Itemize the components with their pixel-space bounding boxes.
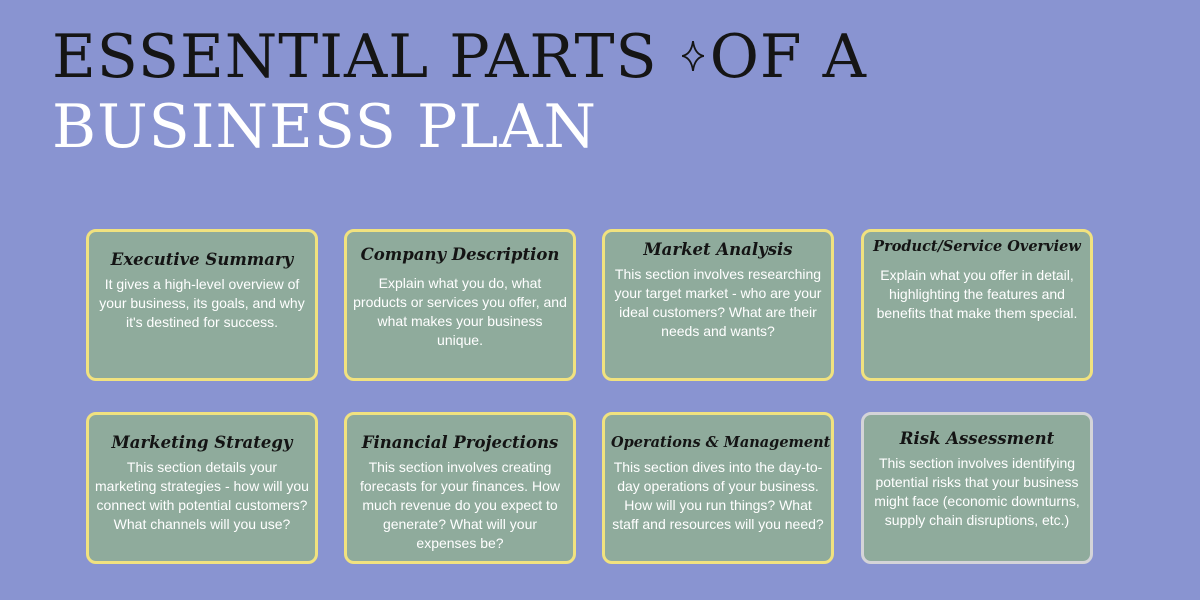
card-operations-management: Operations & Management This section div… — [602, 412, 834, 564]
title-line-2: BUSINESS PLAN — [52, 92, 598, 162]
card-title: Executive Summary — [110, 250, 294, 269]
card-company-description: Company Description Explain what you do,… — [344, 229, 576, 381]
card-risk-assessment: Risk Assessment This section involves id… — [861, 412, 1093, 564]
card-text: This section involves creating forecasts… — [360, 459, 560, 551]
card-text: Explain what you offer in detail, highli… — [876, 267, 1078, 321]
card-market-analysis: Market Analysis This section involves re… — [602, 229, 834, 381]
page-title: ESSENTIAL PARTS OF A BUSINESS PLAN — [52, 22, 867, 162]
card-title: Marketing Strategy — [111, 433, 293, 452]
card-text: This section dives into the day-to-day o… — [612, 459, 824, 532]
sparkle-icon — [681, 41, 704, 71]
card-title: Risk Assessment — [899, 429, 1055, 448]
card-text: This section involves researching your t… — [614, 266, 822, 339]
card-title: Market Analysis — [643, 240, 793, 259]
card-executive-summary: Executive Summary It gives a high-level … — [86, 229, 318, 381]
card-title: Operations & Management — [611, 434, 831, 451]
card-product-service-overview: Product/Service Overview Explain what yo… — [861, 229, 1093, 381]
card-text: This section details your marketing stra… — [95, 459, 309, 532]
title-line-1: ESSENTIAL PARTS OF A — [52, 22, 867, 92]
card-marketing-strategy: Marketing Strategy This section details … — [86, 412, 318, 564]
title-part-1: ESSENTIAL PARTS — [52, 22, 658, 92]
card-financial-projections: Financial Projections This section invol… — [344, 412, 576, 564]
title-part-2: OF A — [709, 22, 867, 92]
card-title: Product/Service Overview — [873, 238, 1081, 255]
card-title: Financial Projections — [361, 433, 559, 452]
card-title: Company Description — [360, 245, 560, 264]
card-text: It gives a high-level overview of your b… — [99, 276, 305, 330]
card-text: This section involves identifying potent… — [874, 455, 1080, 528]
card-text: Explain what you do, what products or se… — [353, 275, 567, 348]
